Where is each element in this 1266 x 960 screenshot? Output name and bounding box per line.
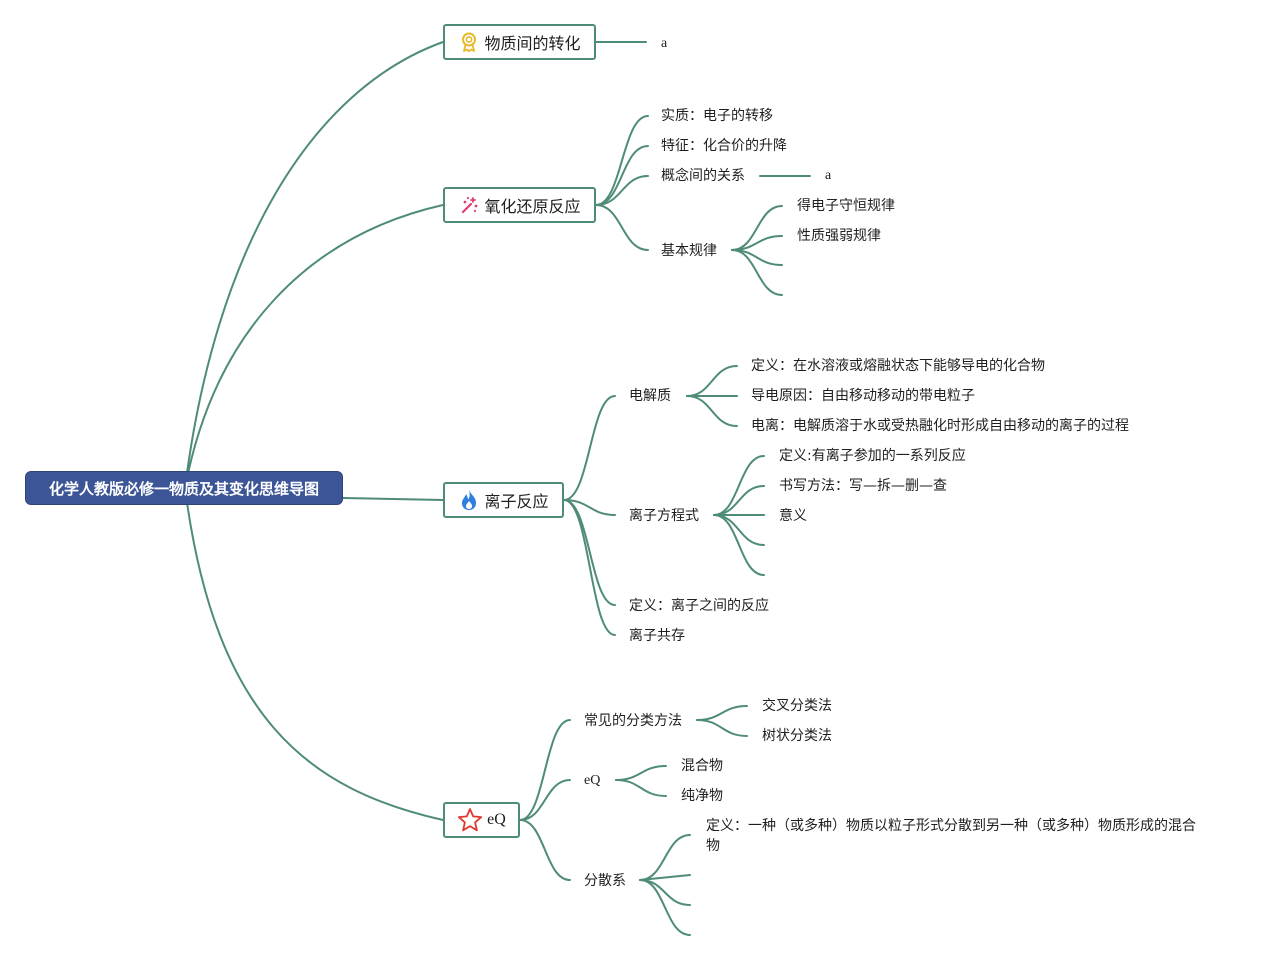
law-electron-conservation[interactable]: 得电子守恒规律 [797, 198, 895, 214]
connector-b3-c2 [563, 499, 616, 516]
electrolyte-ionization[interactable]: 电离：电解质溶于水或受热融化时形成自由移动的离子的过程 [751, 418, 1129, 434]
connector-b4-c3 [519, 819, 571, 881]
ionic-reaction-definition[interactable]: 定义：离子之间的反应 [629, 598, 769, 614]
connector-b4-c2 [519, 779, 571, 821]
connector-b4-c2-g1 [615, 765, 667, 781]
dispersion-system-definition[interactable]: 定义：一种（或多种）物质以粒子形式分散到另一种（或多种）物质形成的混合物 [706, 818, 1196, 854]
ionic-equation-writing-method[interactable]: 书写方法：写—拆—删—查 [779, 478, 947, 494]
connector-root-branch1 [184, 41, 444, 489]
award-ribbon-icon [458, 31, 480, 53]
ionic-equation-definition[interactable]: 定义:有离子参加的一系列反应 [779, 448, 966, 464]
connector-b3-c4 [563, 499, 616, 636]
connector-b3-c2-g5 [713, 514, 765, 576]
connector-b3-c1 [563, 395, 616, 501]
connector-root-branch3 [342, 497, 444, 501]
electrolyte[interactable]: 电解质 [629, 388, 671, 404]
connector-b3-c1-g1 [686, 365, 738, 397]
root-topic-label: 化学人教版必修一物质及其变化思维导图 [48, 479, 319, 498]
root-topic[interactable]: 化学人教版必修一物质及其变化思维导图 [25, 471, 343, 505]
connector-b4-c1-g1 [696, 705, 748, 721]
flame-icon [458, 489, 480, 511]
connector-b4-c1-g2 [696, 719, 748, 737]
connector-b2-c4-g4 [731, 249, 783, 296]
connector-b2-c3 [595, 175, 649, 206]
branch-redox[interactable]: 氧化还原反应 [443, 187, 596, 223]
connector-b4-c2-g2 [615, 779, 667, 797]
redox-concept-relation[interactable]: 概念间的关系 [661, 168, 745, 184]
ionic-equation[interactable]: 离子方程式 [629, 508, 699, 524]
conversion-child-a[interactable]: a [661, 36, 668, 51]
common-classification-methods[interactable]: 常见的分类方法 [584, 713, 682, 729]
star-outline-icon [457, 807, 483, 833]
branch-conversion[interactable]: 物质间的转化 [443, 24, 596, 60]
branch-ionic-reaction-label: 离子反应 [484, 492, 549, 511]
dispersion-system[interactable]: 分散系 [584, 873, 626, 889]
connector-b2-c2 [595, 145, 649, 206]
connector-root-branch4 [184, 487, 444, 821]
connector-b2-c4 [595, 204, 649, 251]
branch-classification-label: eQ [487, 811, 506, 828]
mixture[interactable]: 混合物 [681, 758, 723, 774]
pure-substance[interactable]: 纯净物 [681, 788, 723, 804]
tree-classification[interactable]: 树状分类法 [762, 728, 832, 744]
connector-b3-c2-g2 [713, 485, 765, 516]
connector-b4-c3-g2 [639, 874, 691, 881]
eq-subtopic[interactable]: eQ [584, 773, 601, 788]
connector-b3-c2-g4 [713, 514, 765, 546]
law-strength-property[interactable]: 性质强弱规律 [797, 228, 881, 244]
ion-coexistence[interactable]: 离子共存 [629, 628, 685, 644]
branch-redox-label: 氧化还原反应 [484, 197, 581, 216]
connector-b3-c3 [563, 499, 616, 606]
cross-classification[interactable]: 交叉分类法 [762, 698, 832, 714]
connector-root-branch2 [184, 204, 444, 489]
connector-b3-c1-g3 [686, 395, 738, 427]
connector-b4-c3-g4 [639, 879, 691, 936]
redox-essence[interactable]: 实质：电子的转移 [661, 108, 773, 124]
connector-b2-c1 [595, 115, 649, 206]
connector-b3-c2-g1 [713, 455, 765, 516]
redox-feature[interactable]: 特征：化合价的升降 [661, 138, 787, 154]
branch-classification[interactable]: eQ [443, 802, 520, 838]
magic-wand-icon [458, 194, 480, 216]
connector-b4-c1 [519, 719, 571, 821]
connector-b4-c3-g3 [639, 879, 691, 906]
redox-concept-relation-a[interactable]: a [825, 168, 832, 183]
connector-b4-c3-g1 [639, 834, 691, 881]
ionic-equation-meaning[interactable]: 意义 [779, 508, 807, 524]
branch-conversion-label: 物质间的转化 [484, 34, 581, 53]
electrolyte-conduction-reason[interactable]: 导电原因：自由移动移动的带电粒子 [751, 388, 975, 404]
branch-ionic-reaction[interactable]: 离子反应 [443, 482, 564, 518]
redox-basic-laws[interactable]: 基本规律 [661, 243, 717, 259]
electrolyte-definition[interactable]: 定义：在水溶液或熔融状态下能够导电的化合物 [751, 358, 1045, 374]
